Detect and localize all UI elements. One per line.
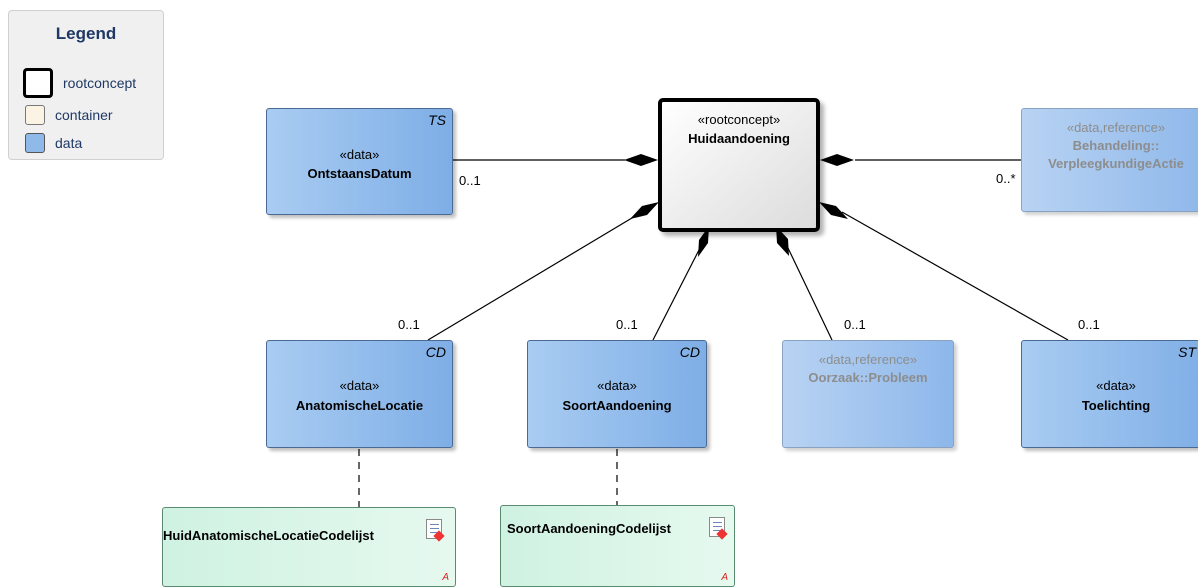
codelist-huidanatomischelocatie[interactable]: HuidAnatomischeLocatieCodelijst A — [162, 507, 456, 587]
multiplicity-toelichting: 0..1 — [1078, 317, 1100, 332]
node-ontstaansdatum[interactable]: TS «data» OntstaansDatum — [266, 108, 453, 215]
diamond-toelichting — [819, 202, 848, 219]
node-stereotype: «data» — [597, 378, 637, 393]
node-behandeling-reference[interactable]: «data,reference» Behandeling:: Verpleegk… — [1021, 108, 1198, 212]
legend-label: container — [55, 107, 113, 123]
node-stereotype: «data» — [1096, 378, 1136, 393]
codelist-document-icon — [709, 517, 728, 540]
edge-toelichting — [841, 211, 1069, 341]
node-oorzaak-reference[interactable]: «data,reference» Oorzaak::Probleem — [782, 340, 954, 448]
node-name: Toelichting — [1081, 398, 1151, 413]
legend-label: rootconcept — [63, 75, 137, 91]
multiplicity-oorzaak: 0..1 — [844, 317, 866, 332]
node-name: Oorzaak::Probleem — [808, 370, 928, 385]
node-name: AnatomischeLocatie — [295, 398, 424, 413]
node-stereotype: «data» — [339, 378, 380, 393]
diamond-behandeling — [820, 154, 854, 166]
node-stereotype: «data,reference» — [818, 352, 918, 367]
multiplicity-soort: 0..1 — [616, 317, 638, 332]
legend-item-container: container — [25, 103, 113, 127]
legend-item-data: data — [25, 131, 82, 155]
edge-anatomische — [427, 211, 643, 341]
codelist-name: SoortAandoeningCodelijst — [507, 521, 671, 536]
datatype-tag: CD — [679, 344, 700, 360]
codelist-soortaandoening[interactable]: SoortAandoeningCodelijst A — [500, 505, 735, 587]
node-stereotype: «data» — [339, 147, 380, 162]
abstract-mark: A — [442, 572, 449, 583]
node-stereotype: «data,reference» — [1066, 120, 1166, 135]
codelist-document-icon — [426, 519, 445, 542]
node-soortaandoening[interactable]: CD «data» SoortAandoening — [527, 340, 707, 448]
node-name: OntstaansDatum — [307, 166, 412, 181]
abstract-mark: A — [721, 572, 728, 583]
datatype-tag: CD — [425, 344, 446, 360]
root-stereotype: «rootconcept» — [697, 112, 781, 127]
legend-label: data — [55, 135, 83, 151]
multiplicity-behandeling: 0..* — [996, 171, 1016, 186]
legend-panel: Legend rootconcept container data — [8, 10, 164, 160]
datatype-tag: TS — [428, 112, 446, 128]
diamond-soort — [698, 226, 709, 257]
node-name-line1: Behandeling:: — [1072, 138, 1160, 153]
node-name: SoortAandoening — [562, 398, 672, 413]
edge-soort — [652, 247, 701, 341]
diamond-oorzaak — [776, 226, 789, 256]
data-swatch — [25, 133, 45, 153]
node-anatomischelocatie[interactable]: CD «data» AnatomischeLocatie — [266, 340, 453, 448]
datatype-tag: ST — [1178, 344, 1196, 360]
edge-oorzaak — [787, 247, 833, 341]
diamond-anatomische — [630, 202, 659, 219]
legend-item-rootconcept: rootconcept — [23, 68, 137, 98]
container-swatch — [25, 105, 45, 125]
node-name-line2: VerpleegkundigeActie — [1048, 156, 1184, 171]
root-concept-node[interactable]: «rootconcept» Huidaandoening — [658, 98, 820, 232]
root-name: Huidaandoening — [688, 131, 790, 146]
rootconcept-swatch — [23, 68, 53, 98]
multiplicity-anatomische: 0..1 — [398, 317, 420, 332]
multiplicity-ontstaansdatum: 0..1 — [459, 173, 481, 188]
codelist-name: HuidAnatomischeLocatieCodelijst — [163, 528, 374, 543]
node-toelichting[interactable]: ST «data» Toelichting — [1021, 340, 1198, 448]
diamond-ontstaansdatum — [624, 154, 658, 166]
legend-title: Legend — [55, 24, 117, 43]
